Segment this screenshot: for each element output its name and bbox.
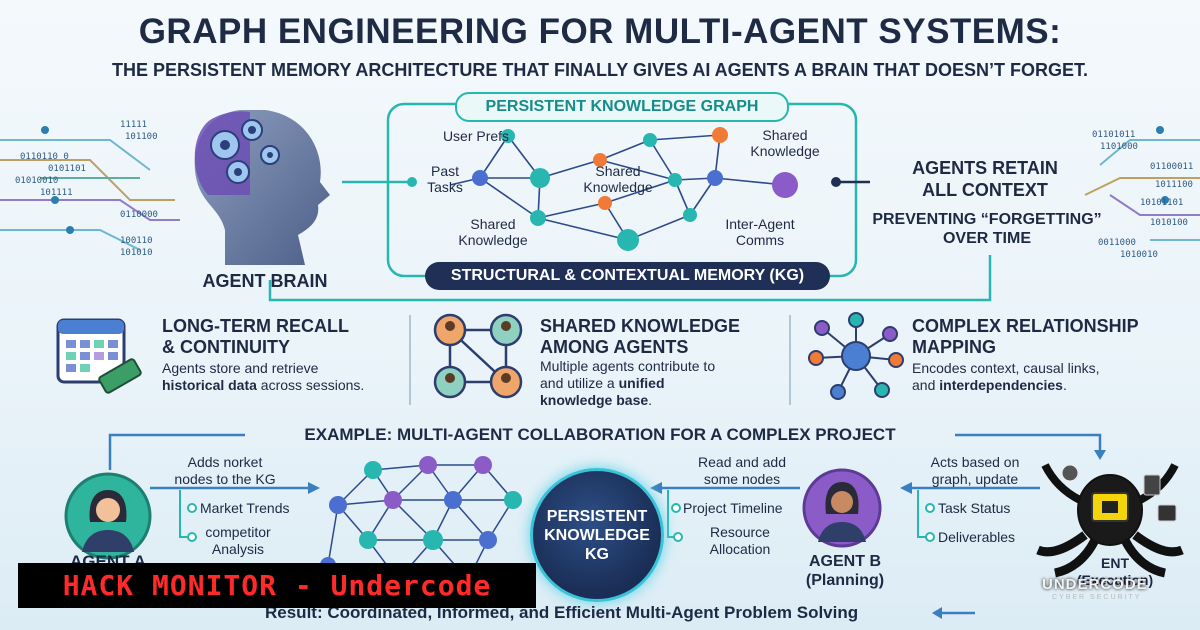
- agent-a-avatar: [64, 472, 152, 560]
- binary-left-8: 100110: [120, 236, 153, 246]
- undercode-octopus-logo-icon: [1036, 463, 1184, 578]
- agent-brain-head-icon: [194, 110, 330, 265]
- binary-right-6: 1010100: [1150, 218, 1188, 228]
- binary-right-1: 01101011: [1092, 130, 1136, 140]
- agent-b-action: Read and add some nodes: [698, 454, 786, 487]
- agent-c-item-2: Deliverables: [938, 529, 1016, 545]
- binary-left-2: 101100: [125, 132, 158, 142]
- persistent-kg-center: PERSISTENT KNOWLEDGE KG: [530, 468, 664, 602]
- agent-c-item-1: Task Status: [938, 500, 1011, 516]
- relationship-graph-icon: [808, 312, 904, 400]
- hack-monitor-banner: HACK MONITOR - Undercode: [18, 563, 536, 608]
- page-subtitle: THE PERSISTENT MEMORY ARCHITECTURE THAT …: [111, 60, 1089, 80]
- undercode-logo-text: UNDERCODE: [1042, 576, 1148, 593]
- binary-left-5: 01010010: [15, 176, 59, 186]
- feature-2-title: SHARED KNOWLEDGE AMONG AGENTS: [540, 316, 741, 357]
- page-title: GRAPH ENGINEERING FOR MULTI-AGENT SYSTEM…: [138, 12, 1062, 51]
- example-title: EXAMPLE: MULTI-AGENT COLLABORATION FOR A…: [304, 425, 896, 444]
- binary-left-3: 0110110 0: [20, 152, 69, 162]
- calendar-memory-icon: [56, 318, 142, 394]
- binary-right-3: 01100011: [1150, 162, 1194, 172]
- agents-network-icon: [433, 313, 523, 399]
- agent-b-item-2: Resource Allocation: [709, 524, 771, 557]
- binary-right-5: 10101101: [1140, 198, 1184, 208]
- knowledge-graph-network: [449, 127, 798, 251]
- kg-label-shared-knowledge-mid: Shared Knowledge: [583, 163, 653, 195]
- agent-c-action: Acts based on graph, update: [930, 454, 1020, 487]
- kg-subtitle: STRUCTURAL & CONTEXTUAL MEMORY (KG): [425, 262, 830, 290]
- binary-left-4: 0101101: [48, 164, 86, 174]
- binary-left-6: 101111: [40, 188, 73, 198]
- binary-left-1: 11111: [120, 120, 148, 130]
- kg-label-inter-agent: Inter-Agent Comms: [725, 216, 795, 248]
- kg-label-shared-knowledge-top: Shared Knowledge: [750, 127, 820, 159]
- kg-title: PERSISTENT KNOWLEDGE GRAPH: [455, 92, 789, 122]
- agent-b-label: AGENT B (Planning): [805, 553, 885, 589]
- binary-left-7: 0110000: [120, 210, 158, 220]
- agent-brain-label: AGENT BRAIN: [202, 271, 328, 291]
- binary-right-8: 1010010: [1120, 250, 1158, 260]
- undercode-logo-subtext: CYBER SECURITY: [1052, 594, 1142, 601]
- agent-c-label: ENT (Execution): [1076, 555, 1154, 588]
- binary-right-7: 0011000: [1098, 238, 1136, 248]
- feature-1-title: LONG-TERM RECALL & CONTINUITY: [162, 316, 349, 357]
- agent-b-item-1: Project Timeline: [683, 500, 783, 516]
- agent-b-avatar: [802, 468, 882, 548]
- binary-right-4: 1011100: [1155, 180, 1193, 190]
- agent-a-item-2: competitor Analysis: [205, 524, 271, 557]
- feature-2-body: Multiple agents contribute to and utiliz…: [540, 358, 716, 408]
- retain-title: AGENTS RETAIN ALL CONTEXT: [912, 158, 1058, 200]
- agent-a-action: Adds norket nodes to the KG: [174, 454, 276, 487]
- feature-3-body: Encodes context, causal links, and inter…: [912, 360, 1100, 393]
- kg-label-past-tasks: Past Tasks: [427, 163, 463, 195]
- feature-3-title: COMPLEX RELATIONSHIP MAPPING: [912, 316, 1139, 357]
- kg-label-shared-knowledge-bottom: Shared Knowledge: [458, 216, 528, 248]
- retain-subtitle: PREVENTING “FORGETTING” OVER TIME: [872, 211, 1102, 247]
- kg-label-user-prefs: User Prefs: [442, 128, 510, 144]
- binary-left-9: 101010: [120, 248, 153, 258]
- binary-right-2: 1101000: [1100, 142, 1138, 152]
- agent-a-item-1: Market Trends: [200, 500, 290, 516]
